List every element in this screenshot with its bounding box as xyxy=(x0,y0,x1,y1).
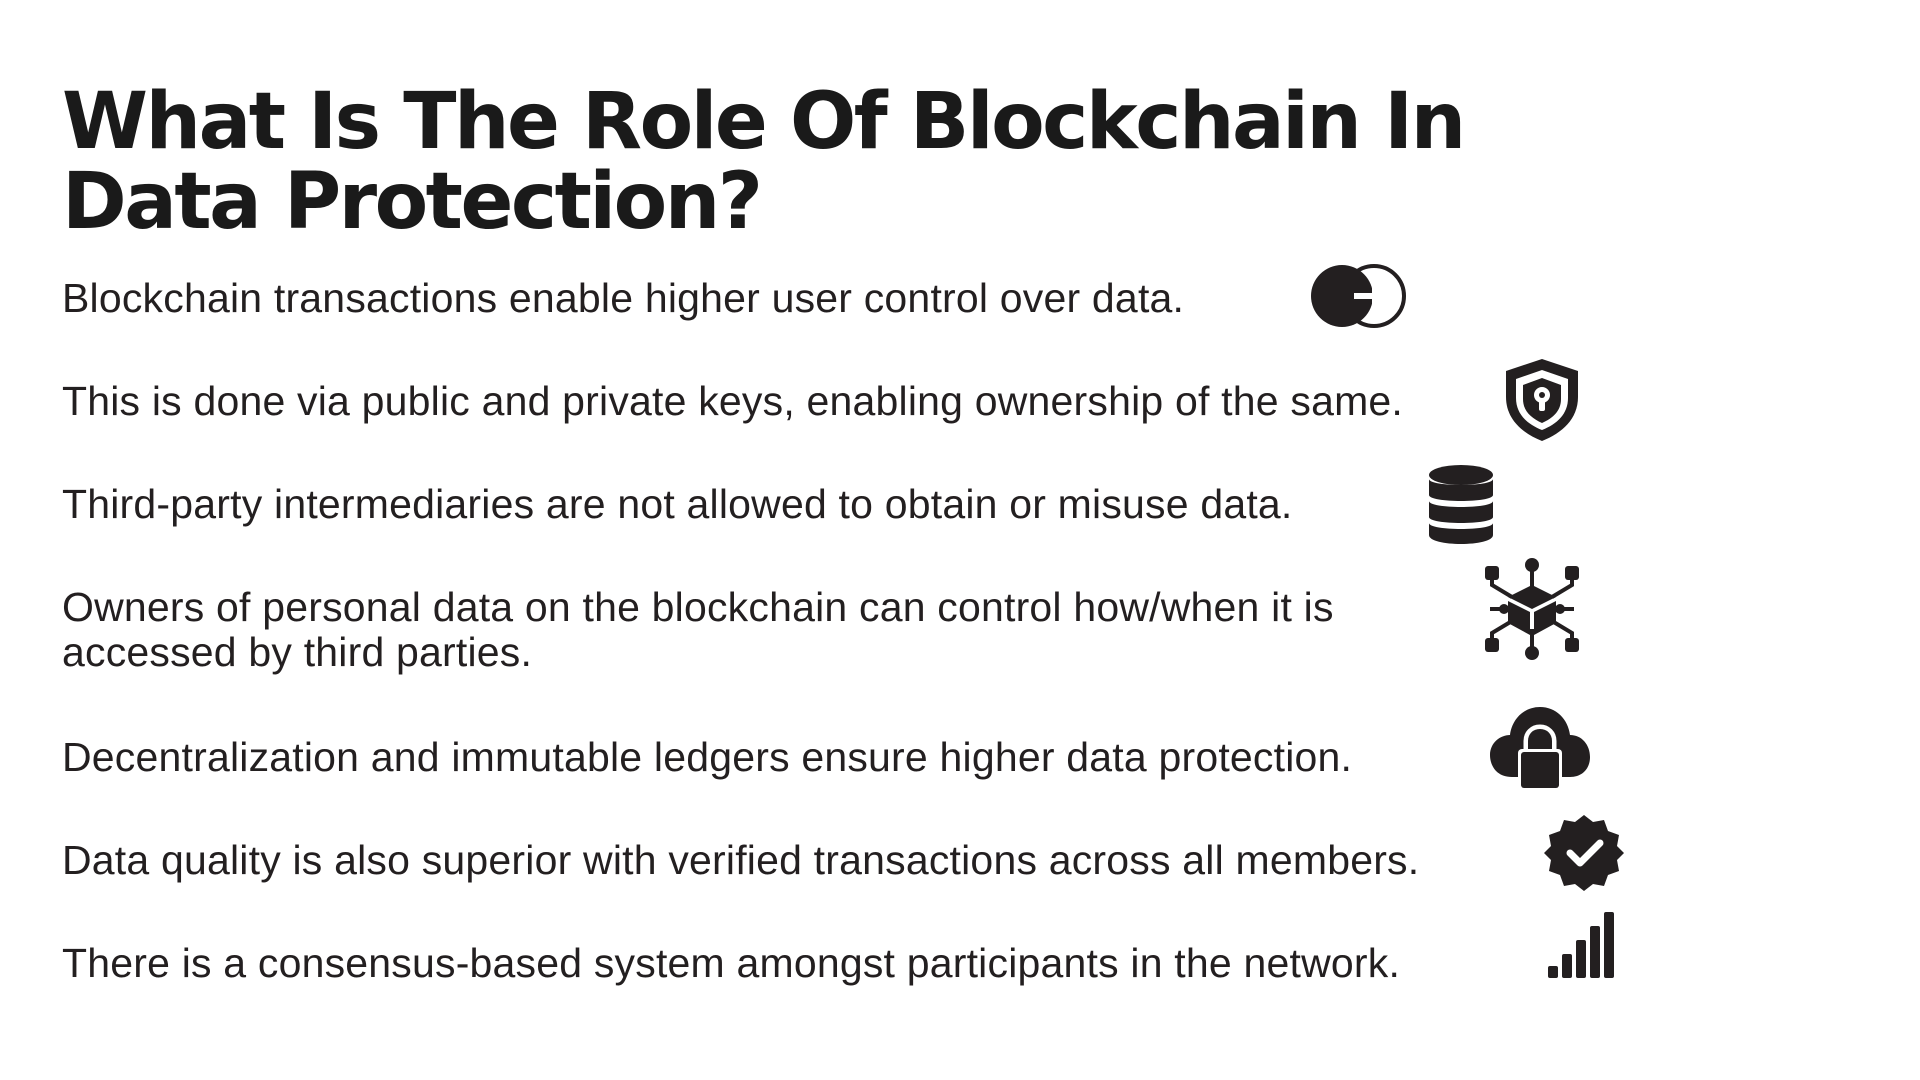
bullet-item-3: Third-party intermediaries are not allow… xyxy=(62,481,1293,527)
slide-title: What Is The Role Of Blockchain In Data P… xyxy=(62,77,1466,247)
bullet-item-5: Decentralization and immutable ledgers e… xyxy=(62,734,1353,780)
login-arrow-icon xyxy=(1310,262,1408,330)
verified-badge-icon xyxy=(1544,813,1624,893)
bullet-item-7: There is a consensus-based system amongs… xyxy=(62,940,1401,986)
shield-keyhole-icon xyxy=(1502,357,1582,443)
blockchain-network-icon xyxy=(1482,557,1582,661)
signal-bars-icon xyxy=(1548,912,1614,978)
bullet-item-4: Owners of personal data on the blockchai… xyxy=(62,584,1334,675)
bullet-item-6: Data quality is also superior with verif… xyxy=(62,837,1420,883)
bullet-item-2: This is done via public and private keys… xyxy=(62,378,1404,424)
bullet-item-1: Blockchain transactions enable higher us… xyxy=(62,275,1185,321)
database-icon xyxy=(1427,463,1495,547)
cloud-lock-icon xyxy=(1488,705,1592,791)
